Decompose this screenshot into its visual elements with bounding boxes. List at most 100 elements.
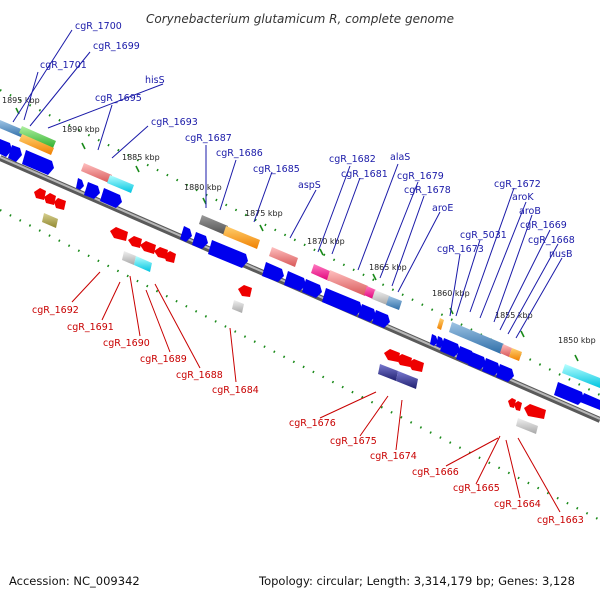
kbp-label: 1860 kbp xyxy=(432,289,470,298)
forward-gene-arrow xyxy=(76,178,84,190)
reverse-gene-arrow xyxy=(128,236,142,248)
gene-label-bottom: cgR_1684 xyxy=(212,385,259,396)
forward-strand-genes xyxy=(0,139,600,410)
gene-box xyxy=(0,120,26,138)
gene-label-top: cgR_1701 xyxy=(40,60,87,71)
gene-label-top: alaS xyxy=(390,152,410,163)
kbp-tick xyxy=(449,307,454,315)
gene-label-top: cgR_1685 xyxy=(253,164,300,175)
top-gene-labels: cgR_1700 cgR_1699 cgR_1701 hisS cgR_1695… xyxy=(40,21,575,260)
reverse-strand-genes xyxy=(34,188,546,419)
gene-box xyxy=(386,296,402,310)
forward-gene-arrow xyxy=(322,288,362,316)
upper-feature-boxes xyxy=(0,120,600,388)
gene-label-top: aroB xyxy=(519,206,541,217)
reverse-gene-arrow xyxy=(44,193,56,205)
reverse-gene-arrow xyxy=(110,227,128,241)
gene-label-top: cgR_1686 xyxy=(216,148,263,159)
reverse-gene-arrow xyxy=(238,285,252,297)
gene-box xyxy=(516,418,538,434)
gene-box xyxy=(311,264,332,281)
forward-gene-arrow xyxy=(180,226,192,242)
genome-info-text: Topology: circular; Length: 3,314,179 bp… xyxy=(259,574,575,588)
accession-text: Accession: NC_009342 xyxy=(9,574,140,588)
reverse-gene-arrow xyxy=(34,188,46,200)
kbp-label: 1855 kbp xyxy=(495,311,533,320)
gene-label-top: nusB xyxy=(549,249,573,260)
map-title: Corynebacterium glutamicum R, complete g… xyxy=(146,12,454,26)
forward-gene-arrow xyxy=(262,262,284,282)
forward-gene-arrow xyxy=(84,182,100,199)
gene-box xyxy=(199,215,228,235)
forward-gene-arrow xyxy=(372,310,390,328)
gene-box xyxy=(223,226,260,249)
kbp-label: 1865 kbp xyxy=(369,263,407,272)
gene-label-bottom: cgR_1688 xyxy=(176,370,223,381)
top-leader-lines xyxy=(12,29,563,339)
gene-box xyxy=(81,163,112,183)
gene-label-bottom: cgR_1665 xyxy=(453,483,500,494)
kbp-tick xyxy=(574,354,579,362)
reverse-gene-arrow xyxy=(384,349,400,362)
reverse-gene-arrow xyxy=(140,241,156,254)
forward-gene-arrow xyxy=(302,279,322,298)
gene-label-top: aspS xyxy=(298,180,321,191)
gene-label-bottom: cgR_1675 xyxy=(330,436,377,447)
forward-gene-arrow xyxy=(0,139,12,157)
kbp-tick xyxy=(135,165,140,173)
gene-label-top: cgR_1673 xyxy=(437,244,484,255)
gene-label-bottom: cgR_1689 xyxy=(140,354,187,365)
gene-box xyxy=(107,175,134,193)
forward-gene-arrow xyxy=(468,352,486,370)
forward-gene-arrow xyxy=(496,364,514,382)
forward-gene-arrow xyxy=(440,338,460,357)
gene-box xyxy=(19,134,54,155)
forward-gene-arrow xyxy=(192,232,208,249)
kbp-tick xyxy=(81,142,86,150)
kbp-label: 1875 kbp xyxy=(245,209,283,218)
gene-label-top: cgR_1687 xyxy=(185,133,232,144)
forward-gene-arrow xyxy=(208,240,248,268)
forward-gene-arrow xyxy=(456,346,474,364)
gene-box xyxy=(364,286,376,299)
bottom-leader-lines xyxy=(71,271,561,513)
kbp-label: 1870 kbp xyxy=(307,237,345,246)
gene-label-top: cgR_1682 xyxy=(329,154,376,165)
gene-label-top: cgR_1668 xyxy=(528,235,575,246)
kbp-label: 1895 kbp xyxy=(2,96,40,105)
forward-gene-arrow xyxy=(580,393,600,410)
reverse-gene-arrow xyxy=(408,359,424,372)
reverse-gene-arrow xyxy=(396,354,412,367)
forward-gene-arrow xyxy=(8,145,22,162)
gene-label-bottom: cgR_1692 xyxy=(32,305,79,316)
forward-gene-arrow xyxy=(284,271,306,291)
reverse-gene-arrow xyxy=(514,401,522,411)
gene-label-top: cgR_1699 xyxy=(93,41,140,52)
gene-label-bottom: cgR_1666 xyxy=(412,467,459,478)
gene-box xyxy=(42,213,58,228)
gene-label-bottom: cgR_1664 xyxy=(494,499,541,510)
gene-label-top: cgR_1672 xyxy=(494,179,541,190)
gene-box xyxy=(437,318,444,330)
gene-label-top: cgR_1700 xyxy=(75,21,122,32)
reverse-gene-arrow xyxy=(164,251,176,263)
gene-box xyxy=(232,300,244,313)
forward-gene-arrow xyxy=(100,188,122,208)
gene-box xyxy=(122,251,136,265)
reverse-gene-arrow xyxy=(524,404,546,419)
kbp-label: 1885 kbp xyxy=(122,153,160,162)
forward-gene-arrow xyxy=(430,334,438,346)
gene-label-top: cgR_1679 xyxy=(397,171,444,182)
gene-label-top: cgR_1695 xyxy=(95,93,142,104)
gene-box xyxy=(327,270,368,296)
reverse-gene-arrow xyxy=(508,398,516,408)
kbp-tick xyxy=(372,273,377,281)
kbp-label: 1880 kbp xyxy=(184,183,222,192)
bottom-gene-labels: cgR_1692 cgR_1691 cgR_1690 cgR_1689 cgR_… xyxy=(32,305,584,526)
gene-label-top: cgR_1681 xyxy=(341,169,388,180)
lower-tick-track xyxy=(0,209,600,521)
kbp-label: 1890 kbp xyxy=(62,125,100,134)
gene-box xyxy=(396,371,418,389)
gene-box xyxy=(378,364,398,381)
